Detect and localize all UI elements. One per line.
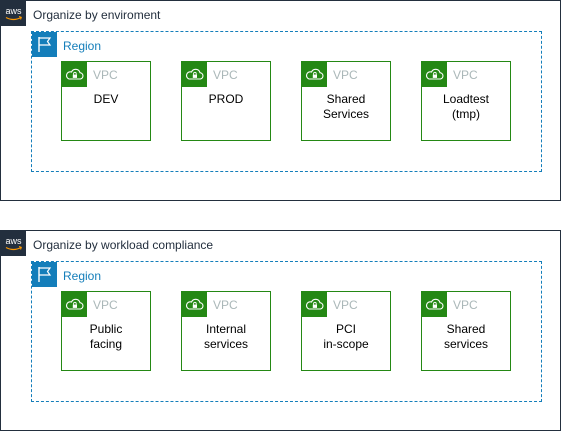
vpc-cloud-lock-icon <box>302 292 327 317</box>
group-organize-by-environment[interactable]: aws Organize by enviroment Region VPC DE… <box>0 0 561 201</box>
group-title: Organize by workload compliance <box>33 238 214 252</box>
vpc-name: Shared services <box>443 322 488 351</box>
vpc-name: Public facing <box>89 322 123 351</box>
vpc-name: Loadtest (tmp) <box>442 92 490 121</box>
group-title: Organize by enviroment <box>33 8 161 22</box>
region-label: Region <box>63 39 102 53</box>
vpc-label: VPC <box>213 68 238 82</box>
vpc-internal-services[interactable]: VPC Internal services <box>181 291 271 371</box>
vpc-cloud-lock-icon <box>182 292 207 317</box>
vpc-label: VPC <box>333 68 358 82</box>
group-organize-by-workload-compliance[interactable]: aws Organize by workload compliance Regi… <box>0 230 561 431</box>
vpc-label: VPC <box>93 68 118 82</box>
vpc-cloud-lock-icon <box>62 292 87 317</box>
svg-text:aws: aws <box>5 236 22 246</box>
aws-logo-icon: aws <box>1 231 26 256</box>
vpc-cloud-lock-icon <box>422 292 447 317</box>
vpc-name: DEV <box>93 92 119 106</box>
vpc-cloud-lock-icon <box>302 62 327 87</box>
vpc-cloud-lock-icon <box>182 62 207 87</box>
vpc-label: VPC <box>453 68 478 82</box>
vpc-name: Internal services <box>203 322 248 351</box>
vpc-label: VPC <box>453 298 478 312</box>
vpc-name: PROD <box>208 92 244 106</box>
vpc-cloud-lock-icon <box>422 62 447 87</box>
vpc-cloud-lock-icon <box>62 62 87 87</box>
svg-text:aws: aws <box>5 6 22 16</box>
vpc-name: PCI in-scope <box>323 322 369 351</box>
vpc-pci-in-scope[interactable]: VPC PCI in-scope <box>301 291 391 371</box>
vpc-label: VPC <box>333 298 358 312</box>
aws-logo-icon: aws <box>1 1 26 26</box>
region-container[interactable]: Region VPC Public facing VPC <box>31 261 542 402</box>
vpc-prod[interactable]: VPC PROD <box>181 61 271 141</box>
vpc-dev[interactable]: VPC DEV <box>61 61 151 141</box>
vpc-label: VPC <box>213 298 238 312</box>
vpc-name: Shared Services <box>322 92 369 121</box>
region-label: Region <box>63 269 102 283</box>
region-flag-icon <box>32 262 57 287</box>
vpc-shared-services[interactable]: VPC Shared Services <box>301 61 391 141</box>
vpc-label: VPC <box>93 298 118 312</box>
vpc-shared-services[interactable]: VPC Shared services <box>421 291 511 371</box>
vpc-public-facing[interactable]: VPC Public facing <box>61 291 151 371</box>
vpc-loadtest[interactable]: VPC Loadtest (tmp) <box>421 61 511 141</box>
region-flag-icon <box>32 32 57 57</box>
region-container[interactable]: Region VPC DEV VPC PROD <box>31 31 542 172</box>
